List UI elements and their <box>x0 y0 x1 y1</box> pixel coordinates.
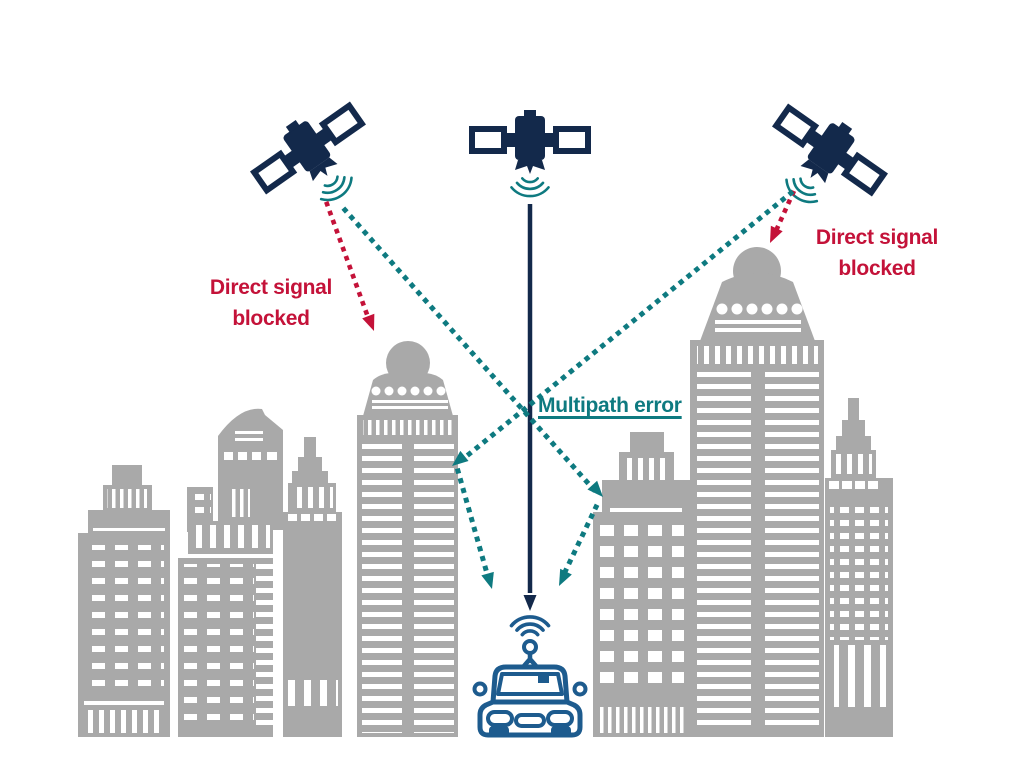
car-windshield <box>496 672 564 696</box>
car-headlight-left <box>486 710 514 727</box>
blocked-signal-arrow-right <box>764 189 797 246</box>
building-mid-left-block <box>178 487 273 737</box>
direct-signal-arrow-center <box>523 204 537 611</box>
label-multipath-error: Multipath error <box>538 394 682 417</box>
label-line: blocked <box>838 257 916 280</box>
car-headlight-right <box>546 710 574 727</box>
satellite-icon-center <box>472 110 588 198</box>
car-icon <box>472 615 588 738</box>
signal-waves-icon-center <box>510 177 550 198</box>
car-side-mirror-left <box>472 681 488 697</box>
building-small-spire-tower-right <box>825 398 893 737</box>
building-stepped-tower-right <box>593 432 690 737</box>
city-skyline-left <box>78 341 458 737</box>
label-direct-signal-blocked-right: Direct signal blocked <box>792 222 962 284</box>
car-rearview-mirror <box>538 674 549 683</box>
label-direct-signal-blocked-left: Direct signal blocked <box>186 272 356 334</box>
car-wheel-left <box>489 726 509 737</box>
satellite-icon-left <box>243 90 389 229</box>
building-dome-tower-right <box>690 247 824 737</box>
car-grille <box>514 713 546 728</box>
building-small-spire-tower-left <box>283 437 342 737</box>
car-wheel-right <box>551 726 571 737</box>
multipath-reflected-off-left-tower <box>454 467 499 591</box>
label-line: Direct signal <box>815 226 939 249</box>
city-skyline-right <box>593 247 893 737</box>
car-side-mirror-right <box>572 681 588 697</box>
blocked-signal-arrow-left <box>324 201 381 334</box>
satellite-icon-right <box>749 92 895 231</box>
building-dome-tower-left <box>357 341 458 737</box>
building-stepped-tower-left <box>78 465 170 737</box>
multipath-incoming-from-left-satellite <box>341 206 608 502</box>
label-line: Direct signal <box>209 276 333 299</box>
car-signal-waves-icon <box>509 615 551 637</box>
signal-waves-icon-left <box>314 169 358 208</box>
label-line: blocked <box>232 307 310 330</box>
multipath-incoming-from-right-satellite <box>447 189 795 472</box>
multipath-reflected-off-right-building <box>553 503 600 589</box>
